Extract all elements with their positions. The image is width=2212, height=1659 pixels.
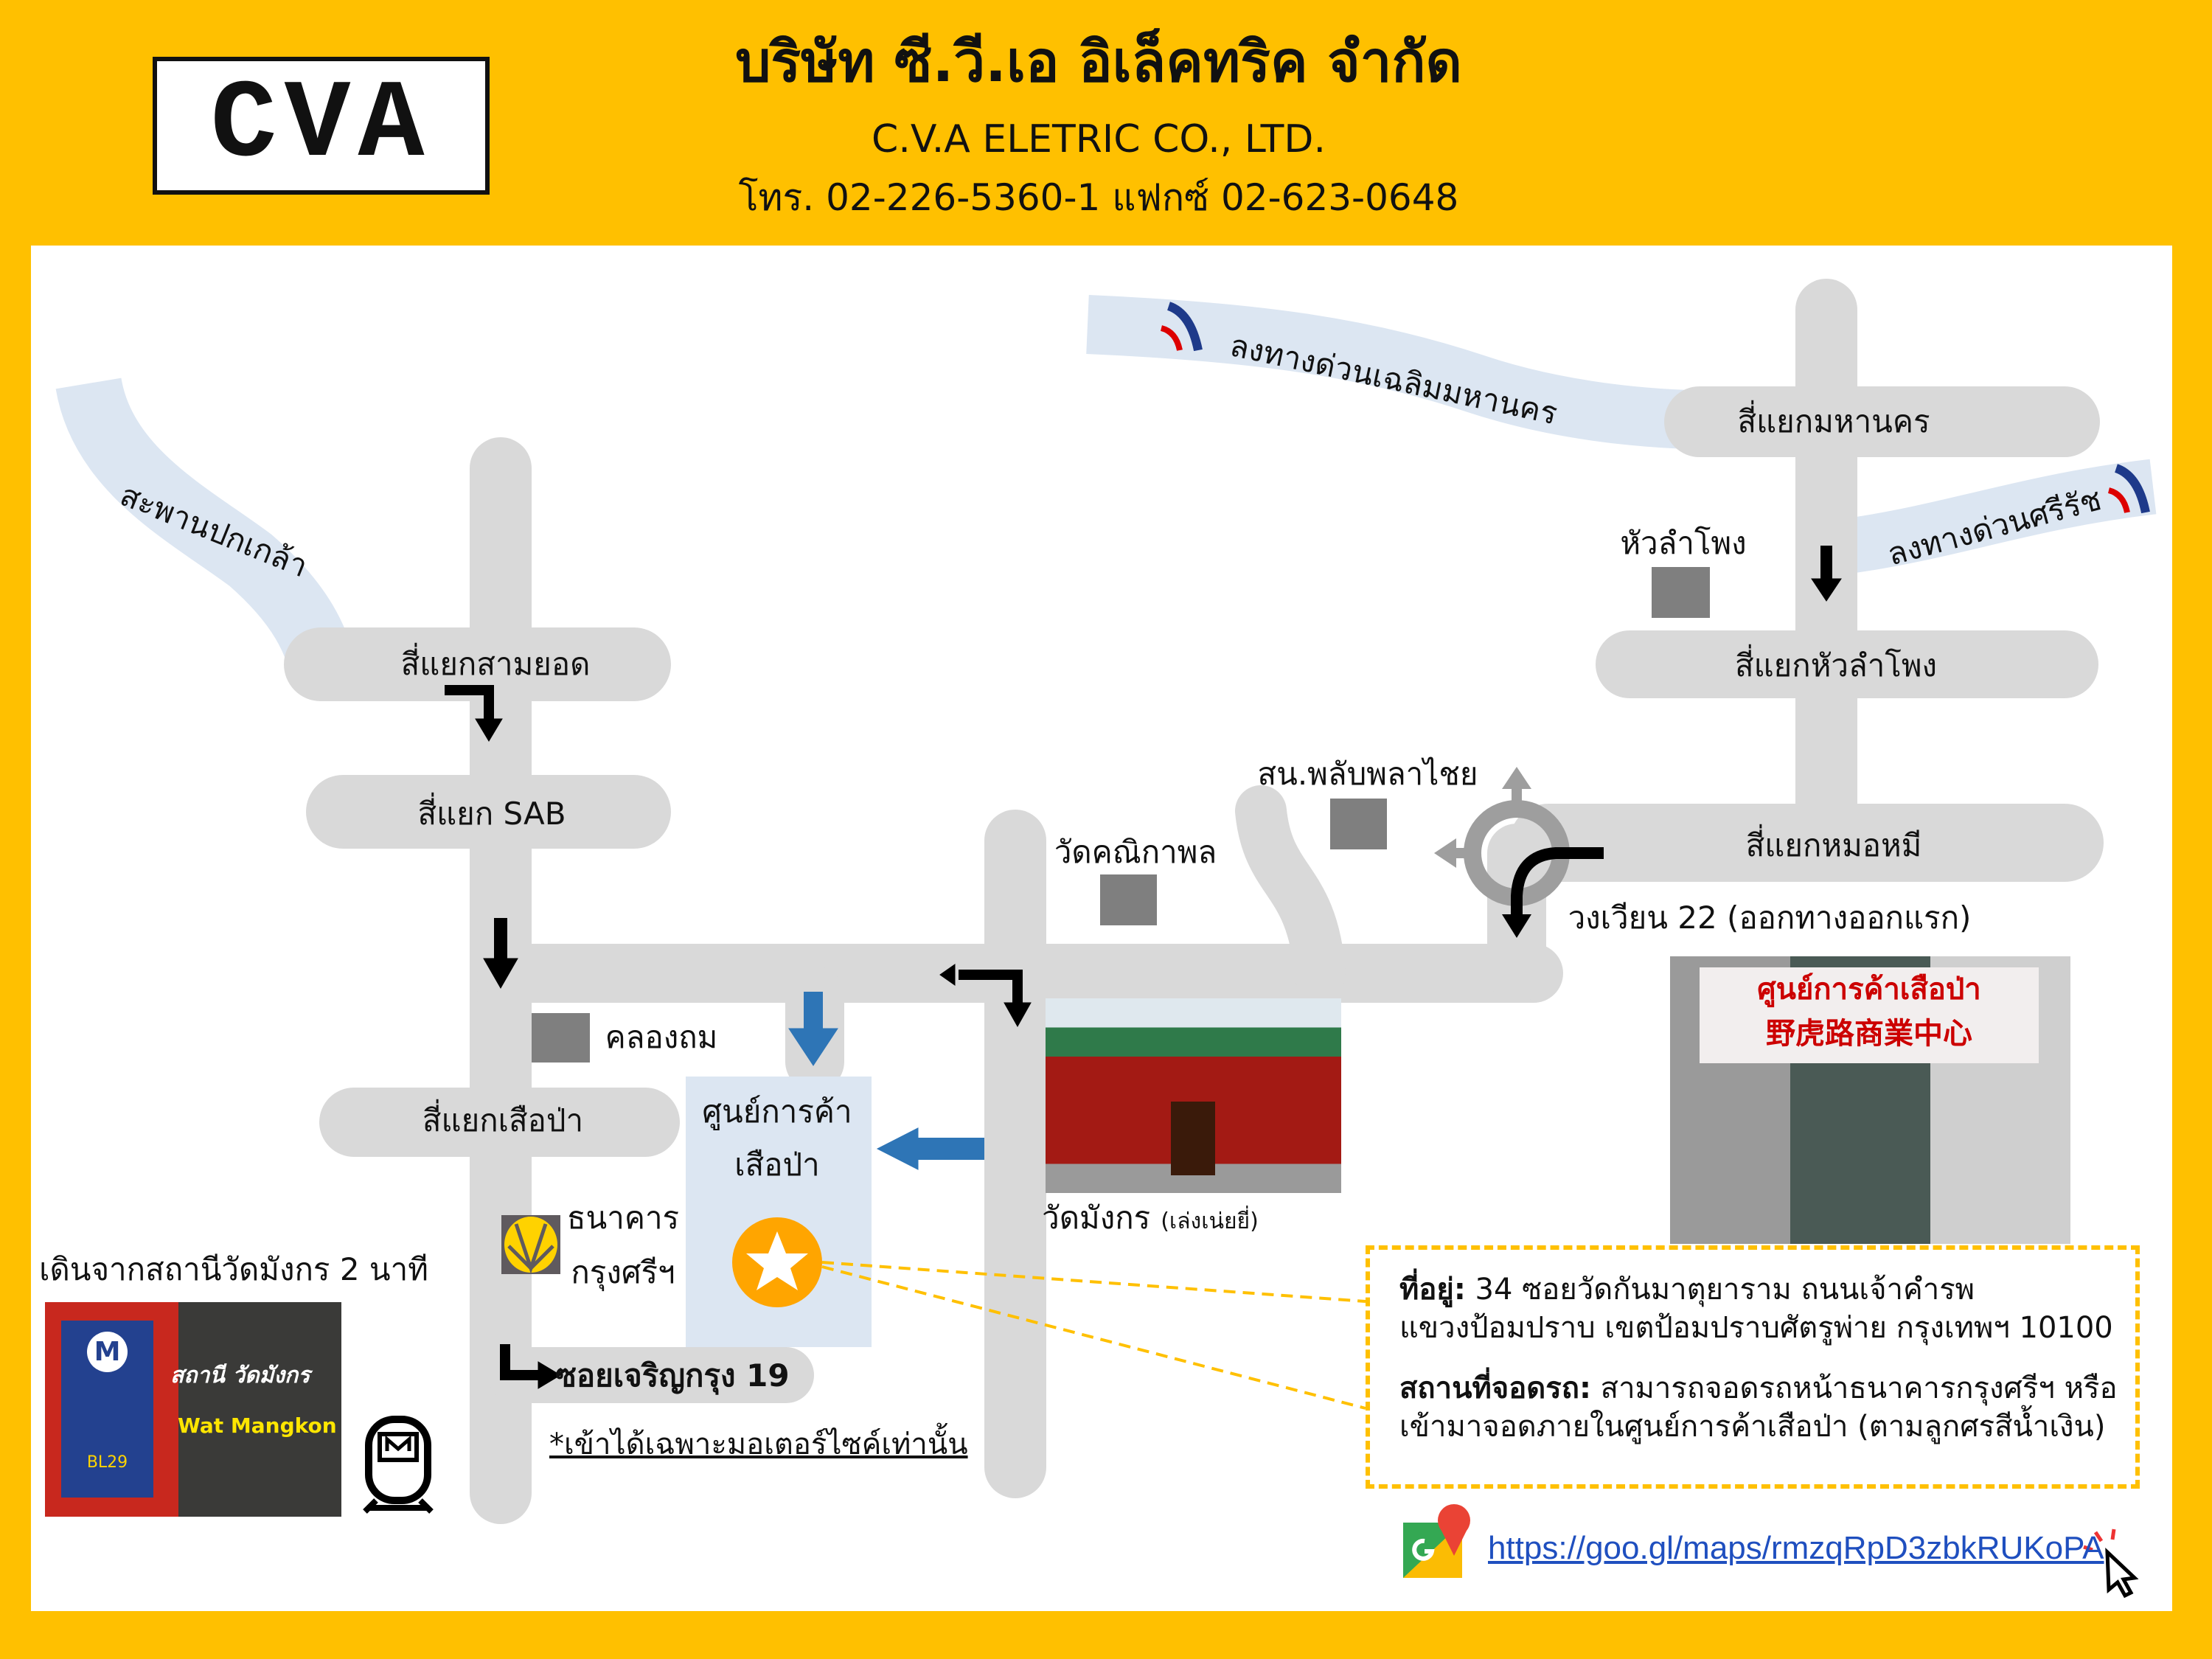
khlong-thom-label: คลองถม [605,1018,718,1055]
cursor-click-icon [2083,1528,2139,1599]
shopping-center-gate-photo: ศูนย์การค้าเสือป่า 野虎路商業中心 [1670,956,2070,1244]
wat-mangkon-photo [1046,998,1341,1193]
motorcycle-note: *เข้าได้เฉพาะมอเตอร์ไซค์เท่านั้น [549,1427,968,1461]
gate-sign-chinese: 野虎路商業中心 [1766,1017,1972,1051]
company-phone: โทร. 02-226-5360-1 แฟกซ์ 02-623-0648 [738,176,1459,219]
address-label: ที่อยู่: [1399,1273,1466,1307]
intersection-sab: สี่แยก SAB [417,795,566,832]
parking-line-2: เข้ามาจอดภายในศูนย์การค้าเสือป่า (ตามลูก… [1399,1410,2106,1444]
mrt-station-photo: M BL29 สถานี วัดมังกร Wat Mangkon [45,1302,341,1517]
gate-sign-thai: ศูนย์การค้าเสือป่า [1757,973,1981,1006]
wat-mangkon-sublabel: (เล่งเน่ยยี่) [1161,1208,1259,1234]
hualamphong-marker [1652,567,1710,618]
mrt-logo-icon: M [87,1332,128,1372]
wat-mangkon-caption: วัดมังกร (เล่งเน่ยยี่) [1042,1194,1259,1242]
address-line-2: แขวงป้อมปราบ เขตป้อมปราบศัตรูพ่าย กรุงเท… [1399,1311,2113,1345]
roundabout-label: วงเวียน 22 (ออกทางออกแรก) [1568,899,1972,936]
mrt-sign-thai: สถานี วัดมังกร [170,1363,310,1388]
bank-label-1: ธนาคาร [566,1199,680,1236]
expressway-logo-icon [1160,302,1203,352]
intersection-mahanakhon: สี่แยกมหานคร [1737,403,1930,439]
hualamphong-label: หัวลำโพง [1620,524,1747,561]
mrt-walk-label: เดินจากสถานีวัดมังกร 2 นาที [39,1251,428,1287]
police-station-label: สน.พลับพลาไชย [1257,755,1478,792]
address-box: ที่อยู่: 34 ซอยวัดกันมาตุยาราม ถนนเจ้าคำ… [1366,1245,2140,1489]
mrt-station-code: BL29 [86,1453,128,1472]
intersection-suapa: สี่แยกเสือป่า [422,1102,584,1138]
soi-label: ซอยเจริญกรุง 19 [555,1357,790,1394]
parking-label: สถานที่จอดรถ: [1399,1371,1591,1405]
khlong-thom-marker [532,1013,590,1062]
shopping-center-label-2: เสือป่า [734,1146,820,1183]
google-maps-link[interactable]: https://goo.gl/maps/rmzqRpD3zbkRUKoPA [1488,1530,2104,1566]
shopping-center-label-1: ศูนย์การค้า [702,1093,852,1130]
intersection-mormee: สี่แยกหมอหมี [1745,827,1922,863]
expressway-sirat [1846,459,2157,574]
company-subtitle: C.V.A ELETRIC CO., LTD. [872,117,1326,161]
company-title: บริษัท ซี.วี.เอ อิเล็คทริค จำกัด [735,29,1462,94]
wat-khanika-marker [1100,874,1157,925]
mrt-train-icon [363,1416,434,1514]
intersection-samyot: สี่แยกสามยอด [400,645,591,682]
parking-line-1: สามารถจอดรถหน้าธนาคารกรุงศรีฯ หรือ [1590,1371,2118,1405]
expressway-logo-icon [2107,464,2150,514]
leader-lines [821,1261,1366,1410]
police-station-marker [1330,799,1387,849]
star-icon [746,1231,808,1290]
cva-logo: CVA [153,57,490,195]
direction-arrows [445,546,1842,1389]
bank-label-2: กรุงศรีฯ [571,1253,675,1290]
intersection-hualamphong: สี่แยกหัวลำโพง [1734,647,1938,684]
google-maps-icon [1403,1504,1470,1578]
address-line-1: 34 ซอยวัดกันมาตุยาราม ถนนเจ้าคำรพ [1465,1273,1975,1307]
wat-mangkon-label: วัดมังกร [1042,1200,1151,1236]
wat-khanika-label: วัดคณิกาพล [1054,833,1217,870]
mrt-sign-english: Wat Mangkon [178,1413,337,1438]
blue-arrows [788,992,984,1170]
roundabout-icon [1434,767,1604,938]
